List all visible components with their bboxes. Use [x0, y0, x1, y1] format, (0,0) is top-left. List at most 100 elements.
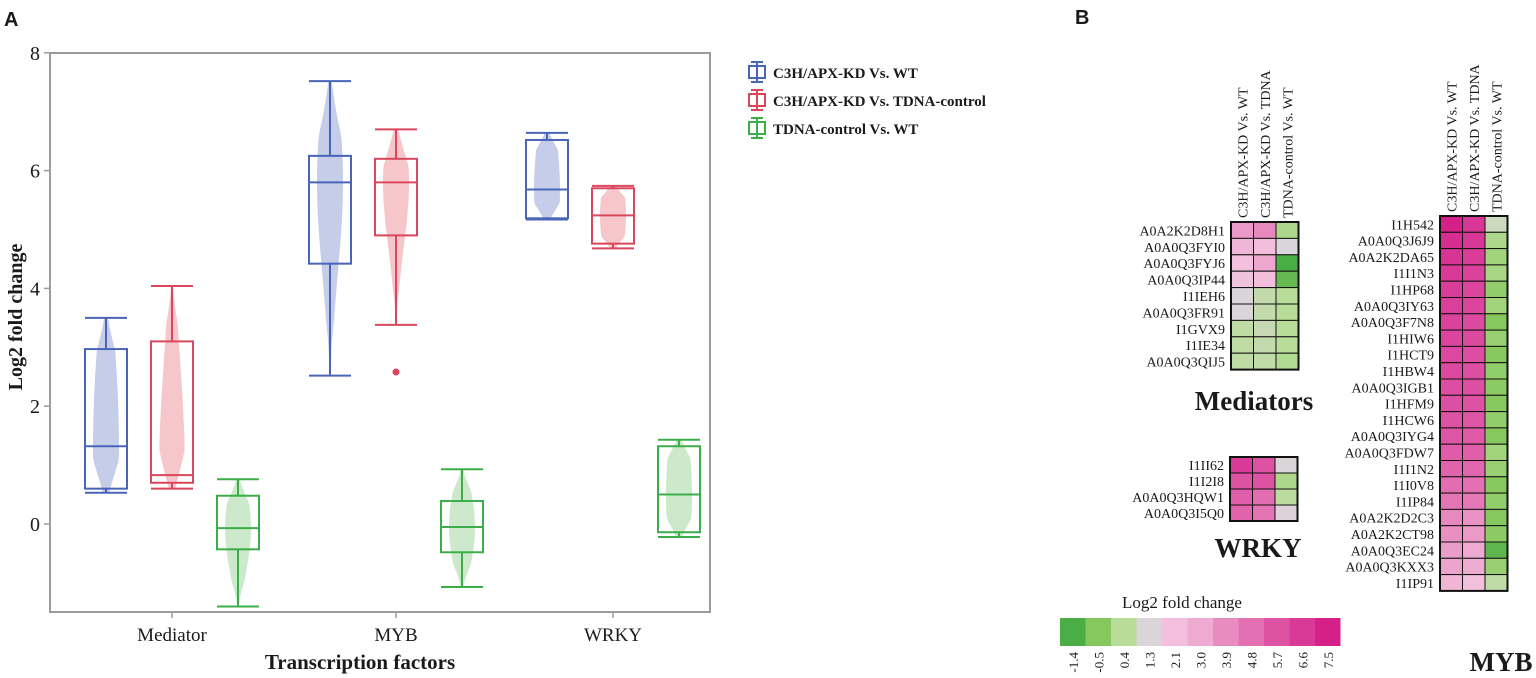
heatmap-cell — [1439, 557, 1463, 576]
heatmap-cell — [1229, 472, 1253, 490]
violin — [225, 479, 251, 607]
heatmap-cell — [1462, 460, 1486, 478]
color-scale-tick-label: -1.4 — [1066, 652, 1081, 673]
color-scale-swatch — [1162, 618, 1188, 646]
color-scale-swatch — [1315, 618, 1341, 646]
row-label: A0A2K2D2C3 — [1349, 512, 1434, 527]
panel-a-letter: A — [4, 9, 18, 31]
column-header: C3H/APX-KD Vs. WT — [1445, 81, 1460, 212]
heatmap-cell — [1462, 264, 1486, 282]
row-label: I1IP84 — [1396, 495, 1434, 510]
heatmap-cell — [1484, 297, 1508, 315]
heatmap-cell — [1462, 329, 1486, 347]
heatmap-cell — [1275, 319, 1299, 338]
heatmap-cell — [1439, 345, 1463, 364]
heatmap-cell — [1275, 336, 1299, 354]
color-scale-tick-label: 4.8 — [1244, 652, 1259, 668]
heatmap-cell — [1275, 303, 1299, 321]
heatmap-cell — [1484, 541, 1508, 559]
column-header: C3H/APX-KD Vs. TDNA — [1259, 69, 1274, 218]
color-scale-swatch — [1289, 618, 1315, 646]
violin — [666, 439, 692, 537]
heatmap-cell — [1274, 456, 1298, 474]
heatmap-cell — [1229, 504, 1253, 522]
row-label: A0A0Q3FYJ6 — [1143, 257, 1225, 272]
heatmap-cell — [1439, 248, 1463, 266]
row-label: I1HIW6 — [1387, 332, 1434, 347]
heatmap-cell — [1439, 215, 1463, 233]
heatmap-cell — [1484, 362, 1508, 380]
row-label: A0A0Q3IY63 — [1354, 300, 1434, 315]
heatmap-cell — [1439, 460, 1463, 478]
y-tick-label: 8 — [30, 43, 40, 65]
legend-label: C3H/APX-KD Vs. WT — [773, 66, 918, 82]
row-label: A0A0Q3EC24 — [1351, 544, 1434, 559]
heatmap-cell — [1484, 574, 1508, 592]
violin — [93, 317, 119, 493]
heatmap-cell — [1275, 254, 1299, 272]
heatmap-cell — [1439, 411, 1463, 429]
heatmap-cell — [1462, 345, 1486, 364]
heatmap-cell — [1484, 411, 1508, 429]
row-label: I1IEH6 — [1183, 290, 1225, 305]
y-tick-label: 2 — [30, 396, 40, 418]
legend-swatch-box — [748, 65, 766, 79]
row-label: I1I2I8 — [1189, 475, 1224, 490]
heatmap-cell — [1462, 215, 1486, 233]
y-tick-label: 4 — [30, 278, 40, 300]
heatmap-cell — [1274, 472, 1298, 490]
column-header: TDNA-control Vs. WT — [1490, 81, 1505, 212]
color-scale-tick-label: 3.0 — [1193, 652, 1208, 668]
row-label: I1I1N2 — [1394, 463, 1434, 478]
y-tick-label: 0 — [30, 514, 40, 536]
heatmap-cell — [1252, 456, 1276, 474]
heatmap-cell — [1439, 362, 1463, 380]
row-label: A0A0Q3I5Q0 — [1144, 507, 1224, 522]
heatmap-cell — [1462, 313, 1486, 331]
heatmap-cell — [1462, 574, 1486, 592]
heatmap-cell — [1230, 237, 1254, 256]
row-label: A0A0Q3IP44 — [1147, 274, 1225, 289]
heatmap-cell — [1462, 508, 1486, 527]
heatmap-cell — [1439, 264, 1463, 282]
heatmap-cell — [1462, 394, 1486, 413]
heatmap-cell — [1439, 443, 1463, 462]
heatmap-cell — [1484, 557, 1508, 576]
heatmap-title: Mediators — [1195, 386, 1313, 416]
heatmap-cell — [1230, 270, 1254, 289]
color-scale-swatch — [1111, 618, 1137, 646]
heatmap-cell — [1229, 456, 1253, 474]
y-axis-title: Log2 fold change — [5, 244, 27, 391]
heatmap-cell — [1253, 221, 1277, 239]
row-label: I1H542 — [1391, 218, 1434, 233]
box — [84, 348, 128, 490]
heatmap-cell — [1252, 504, 1276, 522]
heatmap-cell — [1253, 352, 1277, 371]
row-label: I1GVX9 — [1176, 323, 1225, 338]
x-tick-label: Mediator — [137, 625, 207, 646]
column-header: TDNA-control Vs. WT — [1281, 87, 1296, 218]
color-scale-swatch — [1238, 618, 1264, 646]
heatmap-cell — [1484, 525, 1508, 543]
heatmap-cell — [1275, 352, 1299, 371]
heatmap-cell — [1484, 280, 1508, 299]
column-header: C3H/APX-KD Vs. TDNA — [1468, 63, 1483, 212]
color-scale-swatch — [1264, 618, 1290, 646]
row-label: A0A2K2CT98 — [1351, 528, 1434, 543]
heatmap-cell — [1253, 319, 1277, 338]
x-axis-title: Transcription factors — [265, 650, 455, 674]
heatmap-cell — [1484, 427, 1508, 445]
heatmap-cell — [1462, 231, 1486, 250]
row-label: A0A0Q3IYG4 — [1351, 430, 1434, 445]
heatmap-border — [1230, 221, 1300, 371]
color-scale-tick-label: 5.7 — [1270, 652, 1285, 669]
violin — [449, 469, 475, 588]
row-label: I1HFM9 — [1385, 398, 1434, 413]
heatmap-cell — [1484, 329, 1508, 347]
heatmap-cell — [1462, 248, 1486, 266]
violin — [534, 132, 560, 220]
